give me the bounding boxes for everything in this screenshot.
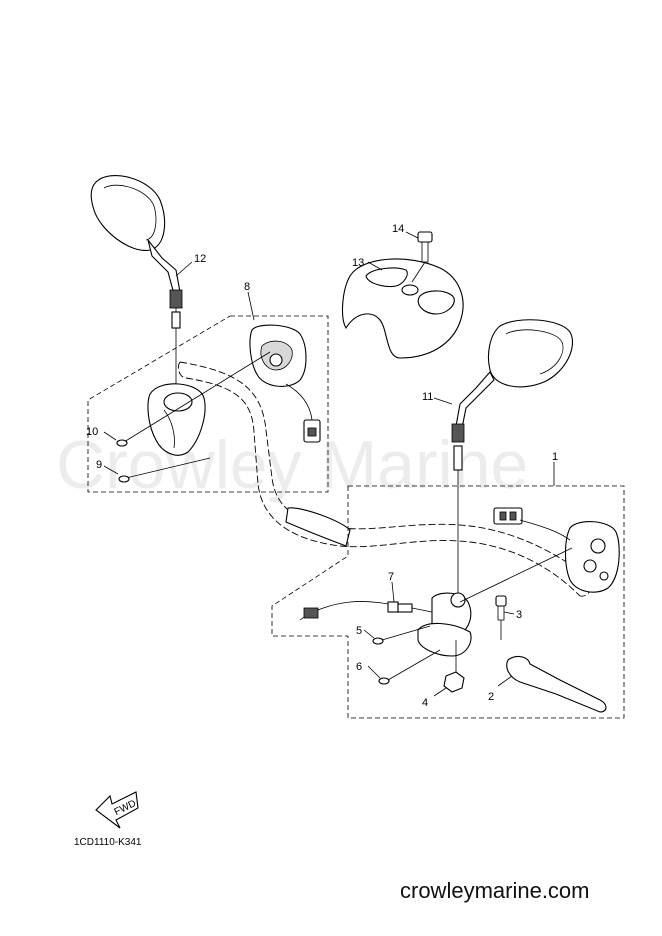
screw-6 xyxy=(378,649,441,685)
callout-12: 12 xyxy=(194,253,206,265)
callout-5: 5 xyxy=(356,625,362,637)
callout-1: 1 xyxy=(552,451,558,463)
callout-13: 13 xyxy=(352,257,364,269)
cover xyxy=(341,258,464,359)
handlebar xyxy=(177,361,593,597)
screw-3 xyxy=(495,595,507,640)
callout-3: 3 xyxy=(516,609,522,621)
fwd-arrow-icon: FWD xyxy=(95,791,139,829)
lever xyxy=(506,655,607,713)
nut xyxy=(443,640,465,693)
callout-8: 8 xyxy=(244,281,250,293)
callout-11: 11 xyxy=(422,391,433,403)
callout-4: 4 xyxy=(422,697,428,709)
leader-lines xyxy=(103,231,555,697)
diagram-code: 1CD1110-K341 xyxy=(74,837,142,848)
switch-cable xyxy=(299,601,433,621)
watermark: Crowley Marine xyxy=(56,427,528,503)
lever-holder xyxy=(417,592,472,657)
right-mirror xyxy=(451,319,574,598)
callout-6: 6 xyxy=(356,661,362,673)
left-mirror xyxy=(90,175,183,390)
callout-9: 9 xyxy=(96,459,102,471)
screw-9 xyxy=(118,457,211,483)
callout-7: 7 xyxy=(388,571,394,583)
cover-screw xyxy=(411,231,433,283)
left-group-outline xyxy=(87,315,329,493)
left-switch xyxy=(147,324,321,456)
callout-10: 10 xyxy=(86,426,98,438)
site-url: crowleymarine.com xyxy=(400,878,590,903)
right-group-outline xyxy=(271,485,625,719)
screw-10 xyxy=(116,351,271,447)
right-switch xyxy=(493,507,620,593)
screw-5 xyxy=(372,625,431,645)
callout-14: 14 xyxy=(392,223,404,235)
callout-2: 2 xyxy=(488,691,494,703)
